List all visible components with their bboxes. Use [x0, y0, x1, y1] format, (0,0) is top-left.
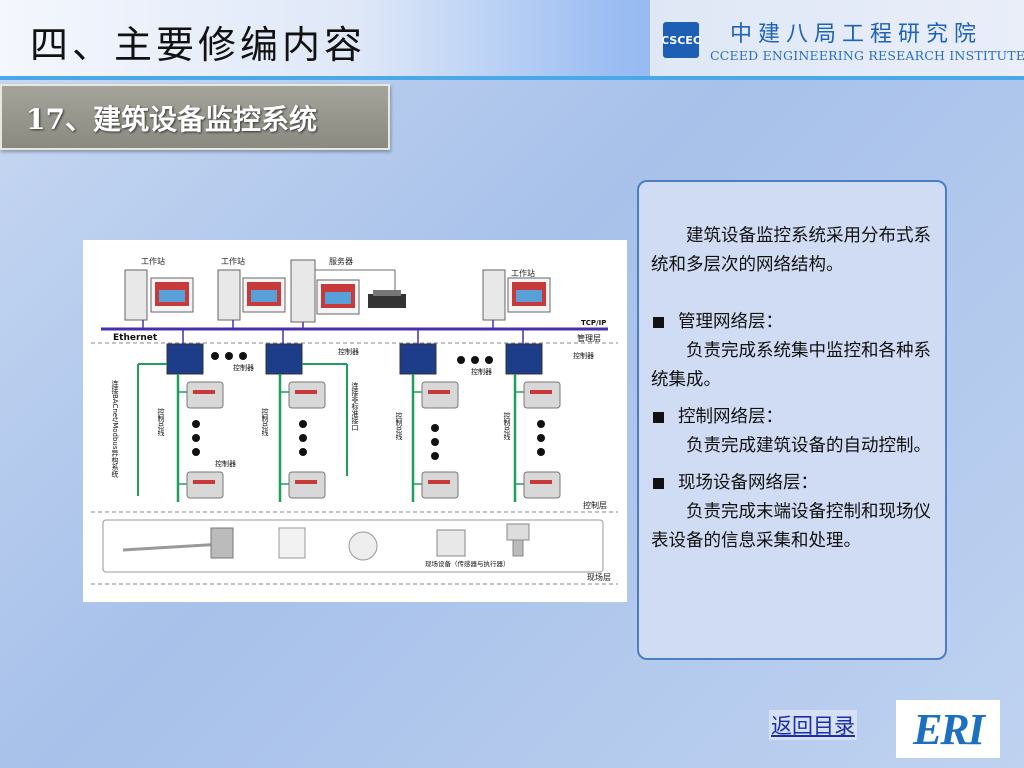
bullet-heading: 控制网络层： — [678, 407, 783, 427]
workstation-label: 工作站 — [221, 256, 245, 266]
controller-label: 控制器 — [471, 367, 492, 376]
architecture-svg: 工作站 工作站 服务器 工作站 Et — [91, 256, 618, 585]
nonstandard-interface-label: 连接非标准接口 — [351, 381, 359, 431]
bullet-heading: 管理网络层： — [678, 312, 783, 332]
sensor-probe-icon — [122, 527, 234, 559]
bus-label: 控制总线 — [503, 411, 511, 440]
controller-icon — [505, 343, 543, 375]
header-divider — [0, 76, 1024, 80]
server-icon — [290, 259, 406, 323]
valve-actuator-icon — [506, 523, 530, 557]
section-tag: 17、建筑设备监控系统 — [0, 84, 390, 150]
layer-field-label: 现场层 — [587, 573, 611, 582]
controller-label: 控制器 — [573, 351, 594, 360]
bullet-heading: 现场设备网络层： — [678, 473, 818, 493]
bus-label: 控制总线 — [261, 407, 269, 436]
square-bullet-icon — [653, 411, 664, 423]
bullet-item: 控制网络层： — [651, 403, 933, 432]
controller-label: 控制器 — [338, 347, 359, 356]
org-name-cn: 中建八局工程研究院 — [730, 22, 983, 47]
ethernet-label: Ethernet — [113, 333, 158, 343]
back-to-contents-link[interactable]: 返回目录 — [769, 710, 857, 740]
bullet-text: 负责完成建筑设备的自动控制。 — [686, 436, 931, 456]
cscec-logo-icon: CSCEC — [661, 22, 701, 58]
bullet-item: 现场设备网络层： — [651, 469, 933, 498]
controller-icon — [166, 343, 204, 375]
section-title: 17、建筑设备监控系统 — [26, 103, 317, 136]
field-controller-icons — [186, 381, 561, 499]
bus-label: 控制总线 — [395, 411, 403, 440]
bullet-text: 负责完成系统集中监控和各种系统集成。 — [651, 341, 931, 390]
controller-label: 控制器 — [215, 459, 236, 468]
room-sensor-icon — [278, 527, 306, 559]
org-logo-area — [650, 0, 1024, 76]
description-intro: 建筑设备监控系统采用分布式系统和多层次的网络结构。 — [651, 226, 931, 275]
pressure-switch-icon — [348, 531, 378, 561]
workstation-2-icon — [217, 269, 286, 321]
workstation-label: 工作站 — [511, 268, 535, 278]
bacnet-label: 连接BACnet/Modbus异构系统 — [111, 379, 119, 478]
workstation-label: 工作站 — [141, 256, 165, 266]
workstation-3-icon — [482, 269, 551, 321]
layer-management-label: 管理层 — [577, 333, 601, 343]
protocol-label: TCP/IP — [581, 319, 606, 327]
workstation-1-icon — [124, 269, 194, 321]
square-bullet-icon — [653, 316, 664, 328]
server-label: 服务器 — [329, 256, 353, 266]
bullet-text: 负责完成末端设备控制和现场仪表设备的信息采集和处理。 — [651, 502, 931, 551]
slide-title: 四、主要修编内容 — [30, 23, 367, 67]
system-architecture-diagram: 工作站 工作站 服务器 工作站 Et — [83, 240, 627, 602]
controller-label: 控制器 — [233, 363, 254, 372]
field-devices-label: 现场设备（传感器与执行器） — [425, 559, 510, 568]
ellipsis-dots — [211, 352, 493, 364]
ellipsis-dots — [192, 420, 545, 460]
eri-logo: ERI — [896, 700, 1000, 758]
bullet-item: 管理网络层： — [651, 308, 933, 337]
actuator-icon — [436, 529, 466, 557]
layer-control-label: 控制层 — [583, 500, 607, 510]
control-bus-lines — [176, 374, 517, 502]
square-bullet-icon — [653, 477, 664, 489]
controller-icon — [399, 343, 437, 375]
controller-icon — [265, 343, 303, 375]
bus-label: 控制总线 — [157, 407, 165, 436]
description-panel: 建筑设备监控系统采用分布式系统和多层次的网络结构。 管理网络层： 负责完成系统集… — [637, 180, 947, 660]
org-name-en: CCEED ENGINEERING RESEARCH INSTITUTE — [710, 48, 1024, 63]
